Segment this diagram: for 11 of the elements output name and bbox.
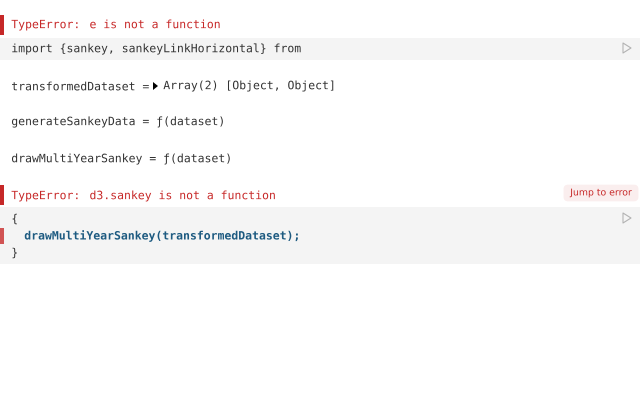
code-line: drawMultiYearSankey = ƒ(dataset) xyxy=(12,153,230,165)
code-line: { xyxy=(12,214,17,224)
code-line: Array(2) [Object, Object] xyxy=(163,80,334,92)
code-line: import {sankey, sankeyLinkHorizontal} from xyxy=(12,43,301,55)
error-message: TypeError: d3.sankey is not a function xyxy=(12,190,275,202)
jump-to-error-button: Jump to error xyxy=(564,184,638,202)
code-line: } xyxy=(12,248,17,258)
code-line: generateSankeyData = ƒ(dataset) xyxy=(12,116,223,128)
error-message: TypeError: e is not a function xyxy=(12,19,220,31)
code-line: drawMultiYearSankey(transformedDataset); xyxy=(24,230,298,242)
code-line: transformedDataset = xyxy=(12,82,149,90)
